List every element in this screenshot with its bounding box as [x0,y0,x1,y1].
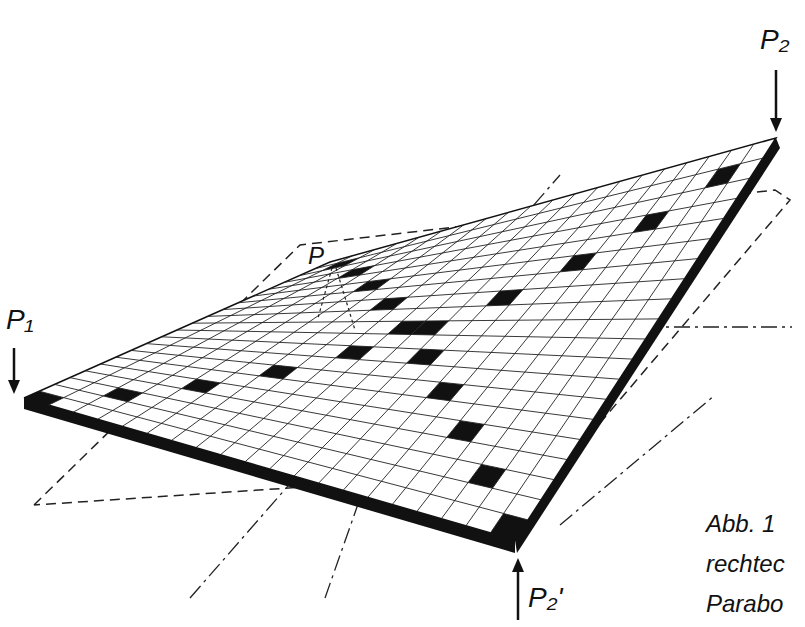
load-arrow [770,70,782,132]
load-arrow [512,558,524,620]
marked-cell [411,321,448,335]
grid-line [490,144,753,533]
plate-surface [24,138,776,540]
load-arrow [8,348,20,394]
load-label: P₁ [6,306,34,334]
marked-cell [24,391,64,405]
arrow-head [512,558,524,572]
arrow-shaft [775,70,778,118]
arrow-shaft [13,348,16,380]
arrow-head [8,380,20,394]
arrow-head [770,118,782,132]
grid-line [466,150,732,525]
leader-line [336,268,355,330]
figure-caption: Abb. 1 rechtec Parabo [706,504,798,624]
load-label: P [308,244,324,268]
leader-line [318,268,332,318]
arrow-shaft [517,572,520,620]
marked-cell [182,379,221,393]
marked-cell [490,513,528,540]
marked-cell [103,388,142,402]
load-label: P₂' [528,584,563,612]
grid-line [315,158,763,269]
grid-line [299,178,750,275]
load-label: P₂ [760,26,789,54]
